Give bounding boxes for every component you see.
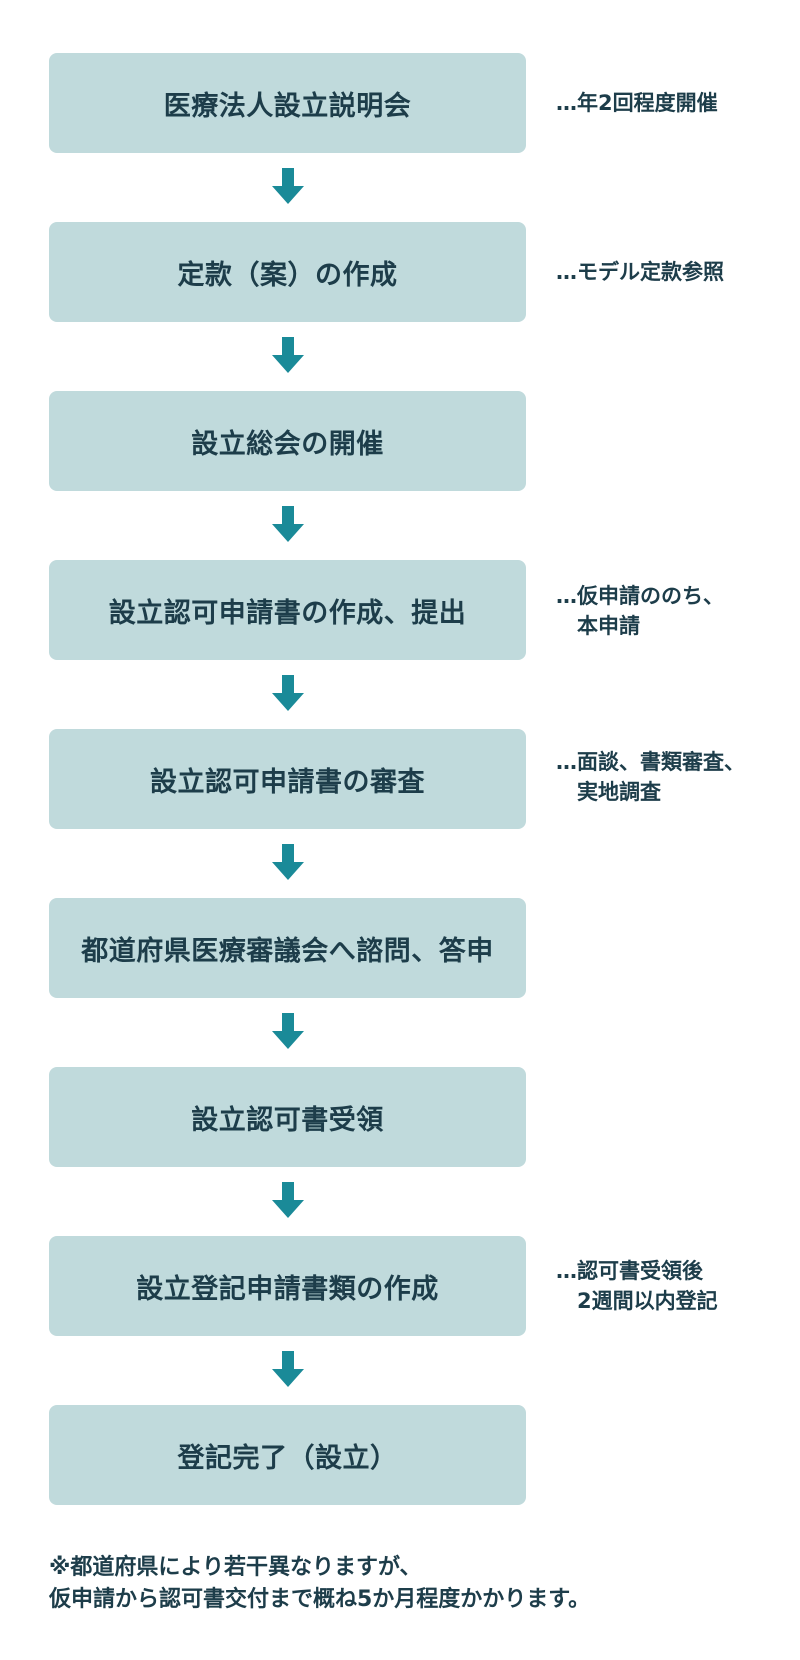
step-label: 設立総会の開催 <box>191 428 384 460</box>
step-box-registration-docs: 設立登記申請書類の作成 <box>49 1236 526 1336</box>
step-label: 定款（案）の作成 <box>177 259 398 291</box>
step-label: 登記完了（設立） <box>177 1442 398 1474</box>
step-note: …年2回程度開催 <box>556 91 718 115</box>
step-note: …面談、書類審査、 実地調査 <box>556 750 745 804</box>
step-note: …認可書受領後 2週間以内登記 <box>556 1259 718 1313</box>
step-note: …仮申請ののち、 本申請 <box>556 584 724 638</box>
step-note: …モデル定款参照 <box>556 260 724 284</box>
down-arrow-icon <box>272 337 304 373</box>
step-box-articles: 定款（案）の作成 <box>49 222 526 322</box>
down-arrow-icon <box>272 1351 304 1387</box>
step-box-review: 設立認可申請書の審査 <box>49 729 526 829</box>
footnote-line-2: 仮申請から認可書交付まで概ね5か月程度かかります。 <box>49 1587 591 1612</box>
down-arrow-icon <box>272 844 304 880</box>
step-label: 医療法人設立説明会 <box>163 90 412 122</box>
step-box-application: 設立認可申請書の作成、提出 <box>49 560 526 660</box>
step-label: 設立認可書受領 <box>191 1104 384 1136</box>
step-label: 設立認可申請書の作成、提出 <box>108 597 467 629</box>
footnote: ※都道府県により若干異なりますが、 仮申請から認可書交付まで概ね5か月程度かかり… <box>49 1552 590 1616</box>
step-box-registration-complete: 登記完了（設立） <box>49 1405 526 1505</box>
footnote-line-1: ※都道府県により若干異なりますが、 <box>49 1555 422 1580</box>
down-arrow-icon <box>272 1182 304 1218</box>
step-box-council: 都道府県医療審議会へ諮問、答申 <box>49 898 526 998</box>
step-label: 設立登記申請書類の作成 <box>136 1273 439 1305</box>
step-label: 設立認可申請書の審査 <box>150 766 425 798</box>
step-box-approval-receipt: 設立認可書受領 <box>49 1067 526 1167</box>
down-arrow-icon <box>272 168 304 204</box>
down-arrow-icon <box>272 675 304 711</box>
step-box-general-meeting: 設立総会の開催 <box>49 391 526 491</box>
down-arrow-icon <box>272 506 304 542</box>
step-label: 都道府県医療審議会へ諮問、答申 <box>81 935 494 967</box>
step-box-seminar: 医療法人設立説明会 <box>49 53 526 153</box>
down-arrow-icon <box>272 1013 304 1049</box>
